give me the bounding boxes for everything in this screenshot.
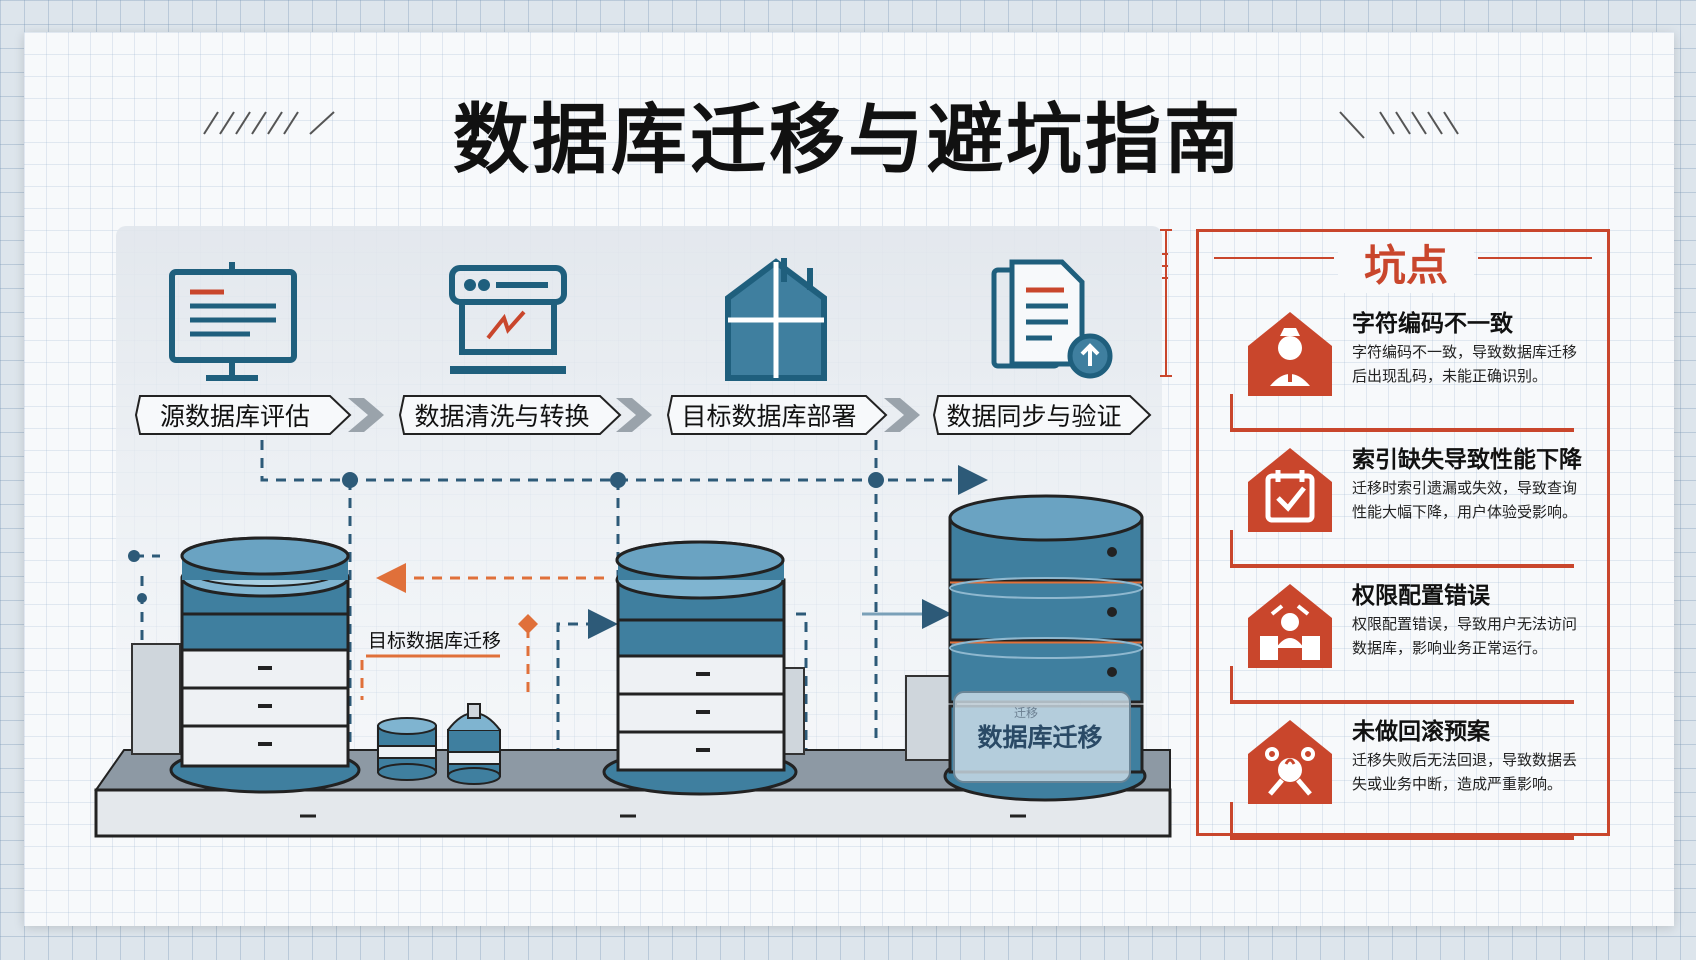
pitfall-item-2: 索引缺失导致性能下降 迁移时索引遗漏或失效，导致查询性能大幅下降，用户体验受影响…: [1230, 436, 1582, 568]
step-label-3: 目标数据库部署: [681, 402, 857, 431]
pitfall-underline-3: [1230, 666, 1574, 704]
pitfall-item-3: 权限配置错误 权限配置错误，导致用户无法访问数据库，影响业务正常运行。: [1230, 572, 1580, 704]
pitfall-desc-2: 迁移时索引遗漏或失效，导致查询性能大幅下降，用户体验受影响。: [1352, 479, 1578, 521]
orange-connectors: [360, 563, 604, 700]
pitfalls-panel: [1196, 229, 1610, 836]
hatch-decoration-left: [203, 111, 335, 135]
step-box-3: [666, 395, 888, 435]
side-cabinet-left: [131, 643, 181, 755]
step-label-4: 数据同步与验证: [946, 402, 1122, 431]
pitfall-underline-1: [1230, 394, 1574, 432]
pitfall-title-1: 字符编码不一致: [1352, 311, 1513, 337]
target-db-label: 数据库迁移: [977, 723, 1103, 752]
pitfall-underline-2: [1230, 530, 1574, 568]
pitfall-desc-3: 权限配置错误，导致用户无法访问数据库，影响业务正常运行。: [1352, 615, 1578, 657]
source-database-stack: [169, 536, 361, 794]
building-icon: [725, 258, 827, 381]
warning-person-icon: [1248, 312, 1332, 396]
pitfall-title-3: 权限配置错误: [1352, 583, 1490, 609]
pitfalls-heading: 坑点: [1338, 232, 1474, 293]
pitfall-item-1: 字符编码不一致 字符编码不一致，导致数据库迁移后出现乱码，未能正确识别。: [1230, 300, 1580, 432]
intermediate-database-stack: [602, 540, 798, 796]
target-database-stack: [943, 494, 1147, 802]
pitfalls-heading-rule-right: [1478, 257, 1592, 259]
pitfall-title-2: 索引缺失导致性能下降: [1352, 447, 1582, 473]
pitfall-desc-1: 字符编码不一致，导致数据库迁移后出现乱码，未能正确识别。: [1352, 343, 1578, 385]
small-database-2: [447, 703, 501, 785]
pitfall-title-4: 未做回滚预案: [1352, 719, 1490, 745]
step-label-1: 源数据库评估: [159, 402, 310, 431]
user-permission-icon: [1248, 584, 1332, 668]
migration-label: 目标数据库迁移: [368, 630, 502, 652]
pitfall-desc-4: 迁移失败后无法回退，导致数据丢失或业务中断，造成严重影响。: [1352, 751, 1578, 793]
step-box-1: [134, 395, 352, 435]
pitfall-underline-4: [1230, 802, 1574, 840]
document-sync-icon: [991, 259, 1113, 379]
side-cabinet-right: [905, 675, 957, 761]
rollback-icon: [1248, 720, 1332, 804]
step-box-2: [398, 395, 622, 435]
step-box-4: [932, 395, 1152, 435]
page-title: 数据库迁移与避坑指南: [453, 95, 1243, 184]
small-database-1: [377, 717, 437, 781]
checklist-icon: [1248, 448, 1332, 532]
target-db-tag: 迁移: [1014, 706, 1039, 720]
server-transform-icon: [449, 265, 567, 374]
step-chevrons: [348, 398, 920, 432]
step-label-2: 数据清洗与转换: [414, 402, 590, 431]
hatch-decoration-right: [1339, 111, 1459, 139]
monitor-icon: [169, 262, 297, 381]
pitfall-item-4: 未做回滚预案 迁移失败后无法回退，导致数据丢失或业务中断，造成严重影响。: [1230, 708, 1580, 840]
side-scale: [1160, 229, 1172, 377]
pitfalls-heading-rule-left: [1214, 257, 1334, 259]
